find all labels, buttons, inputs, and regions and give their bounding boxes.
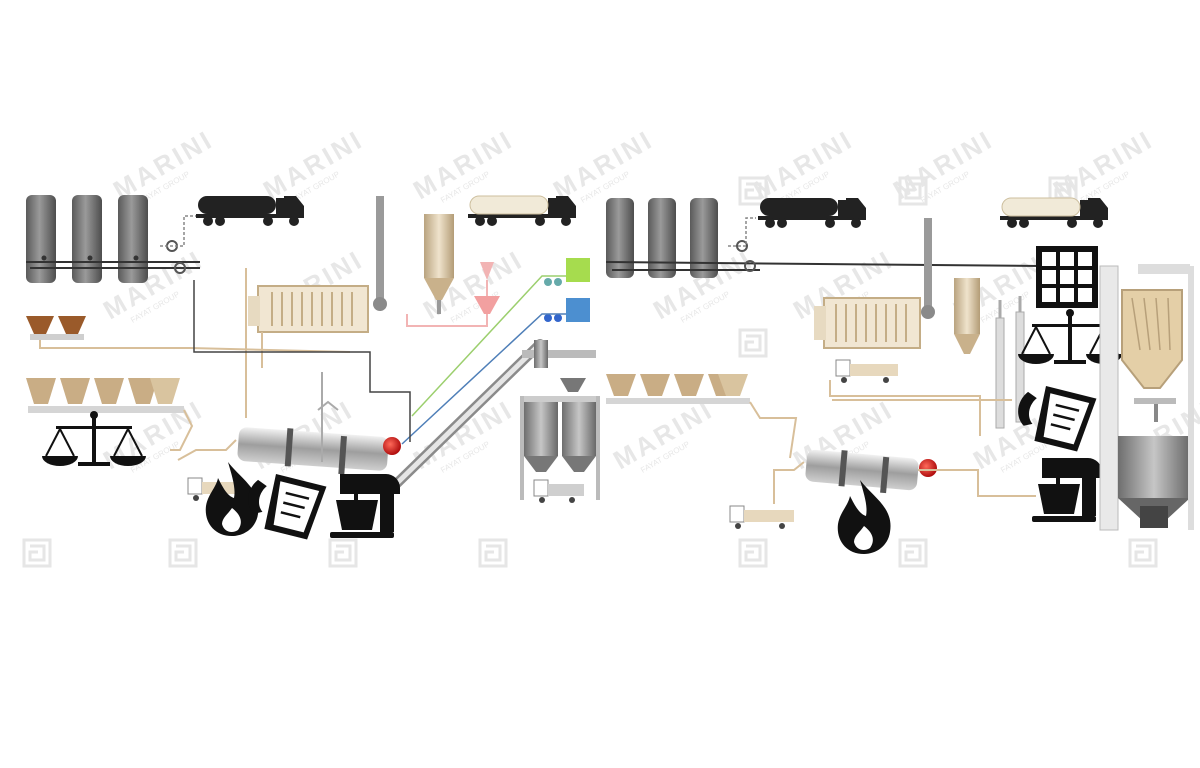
- burner-left: [383, 437, 401, 455]
- measuring-jug-icon: [240, 467, 328, 543]
- baghouse-right: [814, 218, 935, 383]
- tanker-truck-cream-right: [1000, 197, 1108, 228]
- baghouse-left: [245, 196, 387, 418]
- cold-feed-hoppers-left: [26, 378, 194, 451]
- plant-left: [26, 195, 600, 543]
- additive-boxes-left: [401, 258, 590, 445]
- grid-panel-icon: [1036, 246, 1098, 308]
- tanker-truck-black-right: [758, 198, 866, 228]
- watermark-logo: [328, 538, 358, 568]
- burner-right: [919, 459, 937, 477]
- watermark-logo: [478, 538, 508, 568]
- dump-truck-left-b: [533, 479, 584, 503]
- tanker-truck-black-left: [196, 196, 304, 226]
- storage-silos-left: [520, 340, 600, 500]
- tower-right: [1099, 264, 1194, 531]
- dryer-drum-left: [177, 427, 401, 475]
- bitumen-tanks-right: [605, 198, 1041, 278]
- mixer-icon: [330, 474, 400, 538]
- filler-silo-left: [406, 214, 500, 327]
- watermark-logo: [22, 538, 52, 568]
- bitumen-tanks-left: [26, 195, 200, 283]
- recycled-hoppers-left: [26, 316, 351, 353]
- watermark-logo: [1128, 538, 1158, 568]
- watermark-logo: [738, 328, 768, 358]
- dryer-drum-right: [773, 449, 1036, 504]
- tanker-truck-cream-left: [468, 195, 576, 226]
- cold-feed-hoppers-right: [606, 374, 798, 459]
- plant-right: [605, 197, 1194, 554]
- watermark-logo: [898, 538, 928, 568]
- mixer-icon-right: [1032, 458, 1102, 522]
- dump-truck-right: [729, 505, 794, 529]
- watermark-logo: [168, 538, 198, 568]
- filler-silo-right: [954, 278, 980, 354]
- watermark-logo: [738, 538, 768, 568]
- elevators-right: [829, 296, 1025, 436]
- hot-elevator-left: [193, 280, 545, 495]
